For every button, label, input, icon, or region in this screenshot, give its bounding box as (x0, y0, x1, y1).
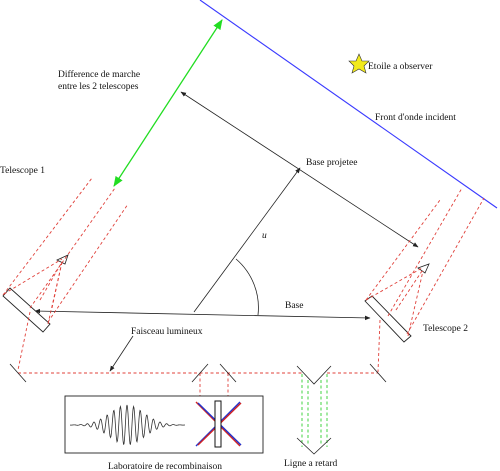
light-beams-pointer (109, 335, 134, 372)
delay-line (296, 365, 332, 455)
path-difference-label-line1: Difference de marche (58, 69, 140, 80)
lab-label: Laboratoire de recombinaison (108, 462, 222, 471)
wavefront-line (199, 0, 498, 209)
telescope-1-label: Telescope 1 (0, 166, 45, 176)
unit-vector-arrow (193, 167, 301, 313)
telescope-2-primary-mirror (364, 295, 412, 343)
recombination-lab (64, 395, 264, 454)
telescope-1 (2, 177, 129, 371)
angle-arc (235, 258, 259, 316)
telescope-2 (364, 187, 485, 373)
star-label: Etoile a observer (368, 62, 433, 72)
relay-mirrors (9, 363, 387, 383)
delay-line-label: Ligne a retard (284, 459, 338, 469)
path-difference-arrow (113, 19, 223, 187)
path-difference-label-line2: entre les 2 telescopes (58, 82, 139, 92)
fringe-pattern (69, 404, 186, 445)
telescope-2-label: Telescope 2 (423, 324, 468, 334)
light-beams-label: Faisceau lumineux (131, 327, 203, 337)
baseline-label: Base (285, 301, 303, 311)
telescope-1-primary-mirror (2, 287, 51, 333)
telescope-2-secondary-mirror (417, 263, 430, 274)
telescope-1-secondary-mirror (56, 254, 69, 265)
wavefront-label: Front d'onde incident (375, 113, 456, 123)
projected-baseline-label: Base projetee (306, 158, 357, 168)
baseline-arrow (34, 308, 371, 321)
unit-vector-label: u (262, 231, 267, 241)
lab-box (64, 395, 264, 454)
star-icon (348, 53, 370, 74)
beam-combiner (195, 400, 242, 448)
